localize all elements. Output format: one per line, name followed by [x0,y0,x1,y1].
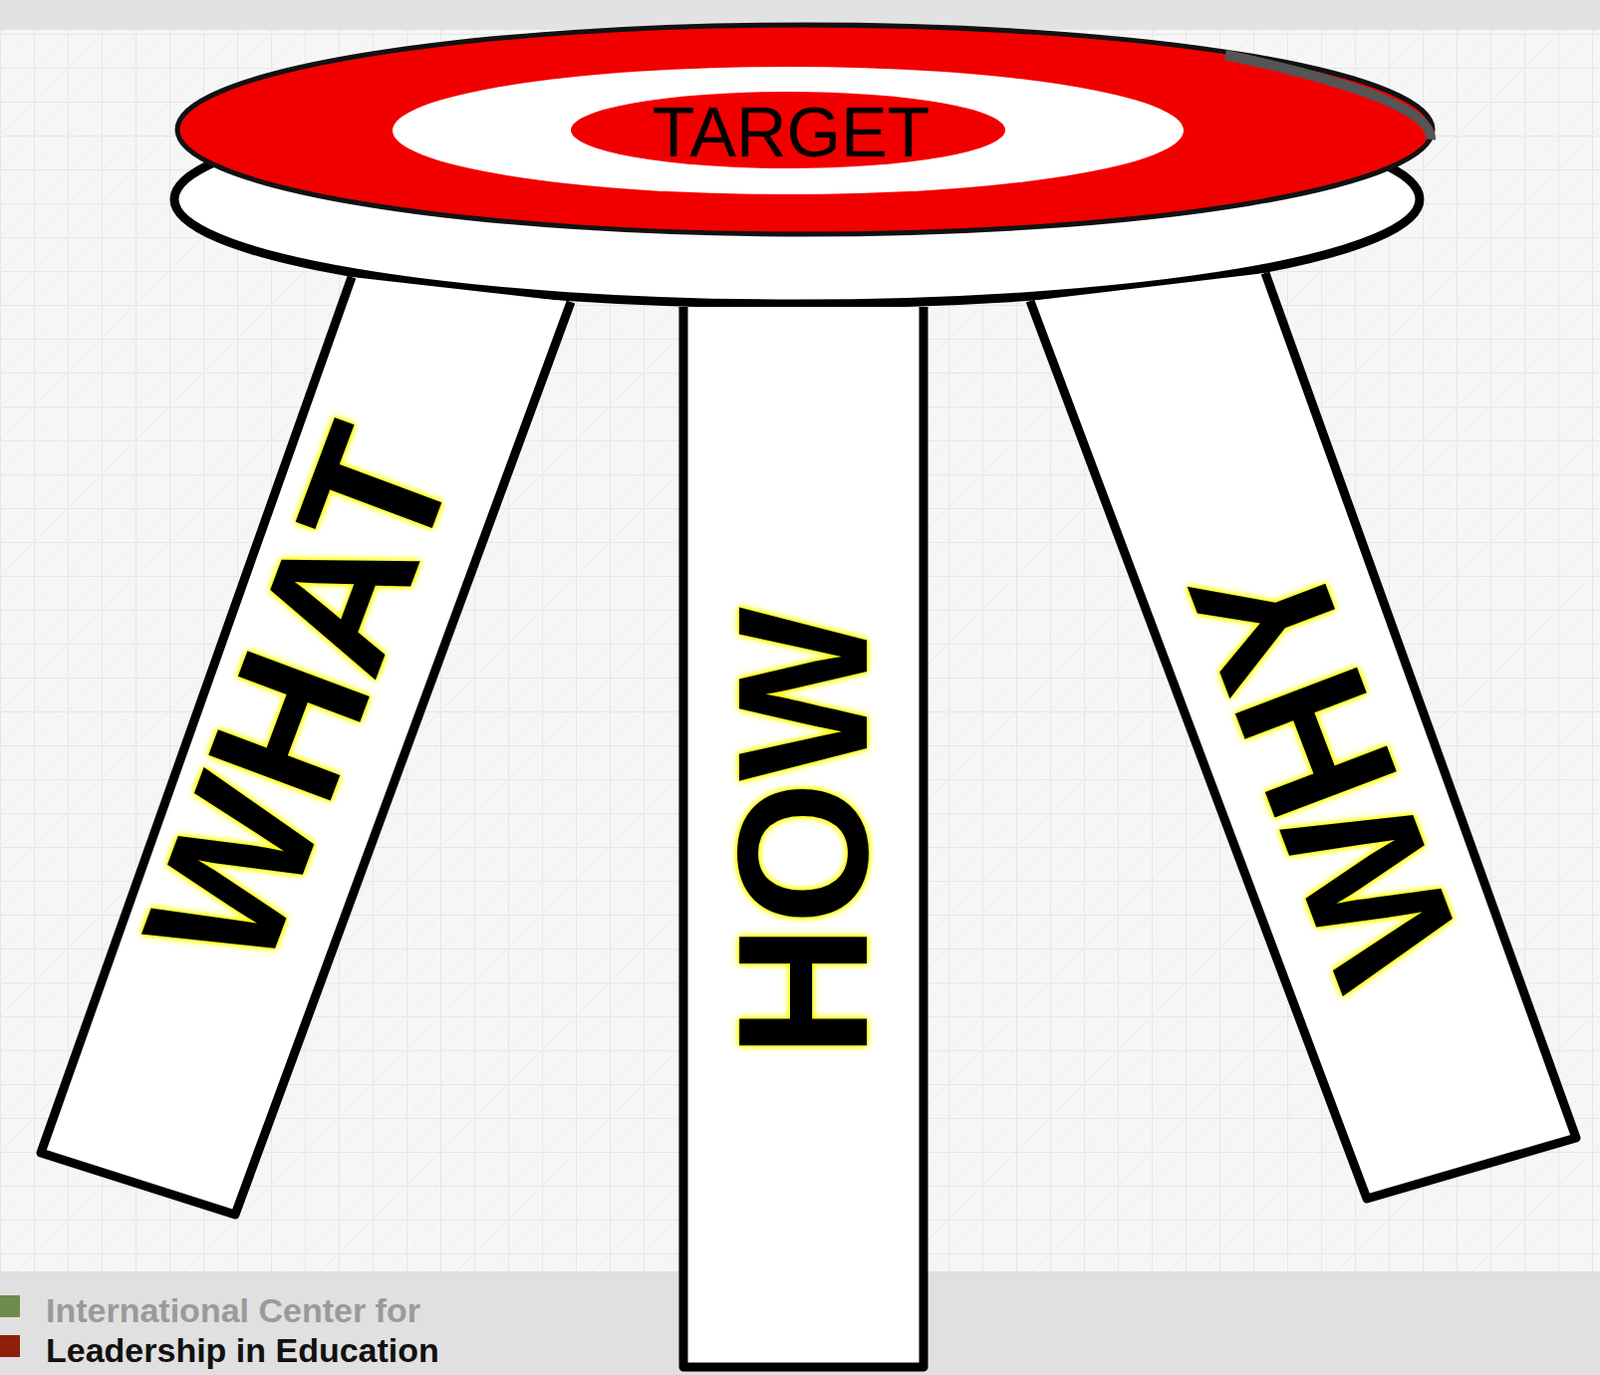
target-center: TARGET [570,91,1006,169]
logo-square [0,1295,20,1318]
stool-leg: WHAT [40,276,571,1215]
logo-text: Leadership in Education [45,1333,440,1367]
stool-leg: WHY [1030,272,1577,1199]
logo-square [0,1334,20,1357]
leg-outline [1030,272,1577,1199]
seat-top [177,24,1433,235]
stool-leg: HOW [683,306,924,1367]
leg-outline [683,306,924,1367]
leg-label: HOW [711,606,896,1058]
target-label: TARGET [652,97,931,168]
leg-fill [683,306,924,1367]
seat-shading [1225,54,1431,140]
leg-fill [1030,272,1577,1199]
leg-outline [40,276,571,1215]
target-ellipse [570,91,1006,169]
target-ring [392,66,1184,195]
logo-text: International Center for [45,1293,421,1328]
leg-fill [40,276,571,1215]
